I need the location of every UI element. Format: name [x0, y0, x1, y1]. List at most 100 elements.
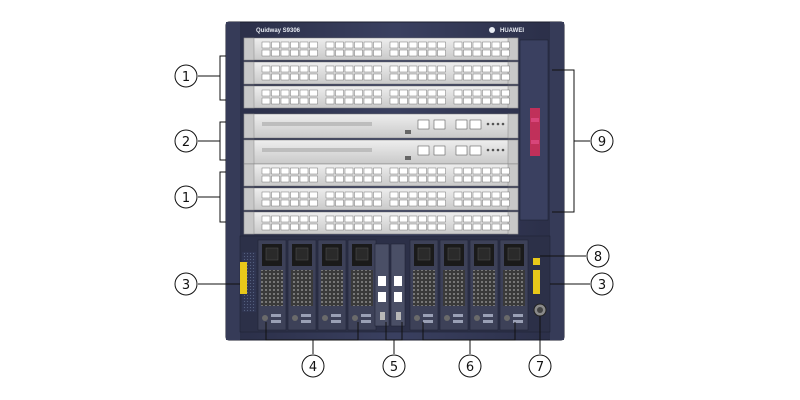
ethernet-port	[399, 49, 408, 57]
card-ejector-left	[243, 163, 255, 187]
power-module	[347, 239, 377, 331]
ethernet-port	[491, 89, 501, 97]
center-modules	[374, 243, 406, 327]
card-ejector-left	[243, 37, 255, 61]
ethernet-port	[354, 65, 363, 73]
ethernet-port	[427, 65, 437, 73]
ethernet-port	[463, 175, 472, 183]
ethernet-port	[437, 73, 446, 81]
card-slots	[243, 37, 519, 235]
ethernet-port	[472, 49, 482, 57]
ethernet-port	[418, 191, 427, 199]
ethernet-port	[299, 175, 309, 183]
ethernet-port	[271, 223, 280, 231]
ethernet-port	[344, 167, 354, 175]
line-card	[243, 187, 519, 211]
ethernet-port	[389, 167, 399, 175]
ethernet-port	[354, 89, 363, 97]
callout-4: 4	[301, 354, 325, 378]
ethernet-port	[335, 191, 344, 199]
ethernet-port	[373, 89, 382, 97]
ethernet-port	[354, 41, 363, 49]
ethernet-port	[427, 199, 437, 207]
ethernet-port	[280, 199, 290, 207]
ethernet-port	[453, 65, 463, 73]
ethernet-port	[427, 49, 437, 57]
ethernet-port	[335, 199, 344, 207]
ethernet-port	[373, 97, 382, 105]
ethernet-port	[290, 41, 299, 49]
ethernet-port	[280, 41, 290, 49]
vent-grille	[291, 270, 313, 306]
callout-1-bottom: 1	[174, 185, 198, 209]
ethernet-port	[472, 65, 482, 73]
ethernet-port	[491, 41, 501, 49]
ethernet-port	[408, 215, 418, 223]
ethernet-port	[472, 167, 482, 175]
left-yellow-handle	[240, 262, 247, 294]
ethernet-port	[437, 89, 446, 97]
ethernet-port	[389, 223, 399, 231]
ethernet-port	[363, 215, 373, 223]
ethernet-port	[463, 167, 472, 175]
status-led-strip	[530, 108, 540, 156]
card-ejector-right	[507, 187, 519, 211]
svg-text:3: 3	[598, 278, 606, 293]
ethernet-port	[482, 199, 491, 207]
svg-text:1: 1	[182, 70, 190, 85]
svg-text:8: 8	[594, 250, 602, 265]
brand-label: HUAWEI	[500, 28, 524, 34]
ethernet-port	[501, 191, 510, 199]
ethernet-port	[344, 223, 354, 231]
ethernet-port	[427, 175, 437, 183]
power-modules	[257, 239, 529, 331]
ethernet-port	[309, 215, 318, 223]
ethernet-port	[491, 223, 501, 231]
ethernet-port	[418, 89, 427, 97]
power-module	[317, 239, 347, 331]
vent-grille	[473, 270, 495, 306]
ethernet-port	[472, 223, 482, 231]
ethernet-port	[463, 89, 472, 97]
power-switch	[352, 315, 358, 321]
ethernet-port	[354, 49, 363, 57]
ethernet-port	[463, 199, 472, 207]
indicator-column	[519, 39, 549, 221]
card-ejector-right	[507, 139, 519, 165]
ethernet-port	[373, 215, 382, 223]
ethernet-port	[325, 223, 335, 231]
ethernet-port	[437, 49, 446, 57]
ethernet-port	[463, 41, 472, 49]
ethernet-port	[437, 167, 446, 175]
ethernet-port	[373, 65, 382, 73]
ethernet-port	[299, 65, 309, 73]
mpu-port	[455, 119, 468, 130]
ethernet-port	[453, 73, 463, 81]
right-yellow-handle	[533, 270, 540, 294]
ethernet-port	[389, 89, 399, 97]
ethernet-port	[389, 97, 399, 105]
ethernet-port	[463, 215, 472, 223]
huawei-logo-icon	[489, 27, 495, 33]
vent-grille	[413, 270, 435, 306]
ethernet-port	[453, 199, 463, 207]
power-module	[287, 239, 317, 331]
svg-text:3: 3	[182, 278, 190, 293]
ethernet-port	[354, 191, 363, 199]
ethernet-port	[437, 199, 446, 207]
ethernet-port	[325, 49, 335, 57]
ethernet-port	[354, 167, 363, 175]
ethernet-port	[389, 41, 399, 49]
ethernet-port	[437, 175, 446, 183]
ethernet-port	[453, 167, 463, 175]
ethernet-port	[501, 199, 510, 207]
ethernet-port	[325, 175, 335, 183]
vent-grille	[443, 270, 465, 306]
ethernet-port	[261, 49, 271, 57]
ethernet-port	[463, 191, 472, 199]
power-module	[409, 239, 439, 331]
ethernet-port	[427, 167, 437, 175]
ethernet-port	[271, 199, 280, 207]
ethernet-port	[344, 175, 354, 183]
